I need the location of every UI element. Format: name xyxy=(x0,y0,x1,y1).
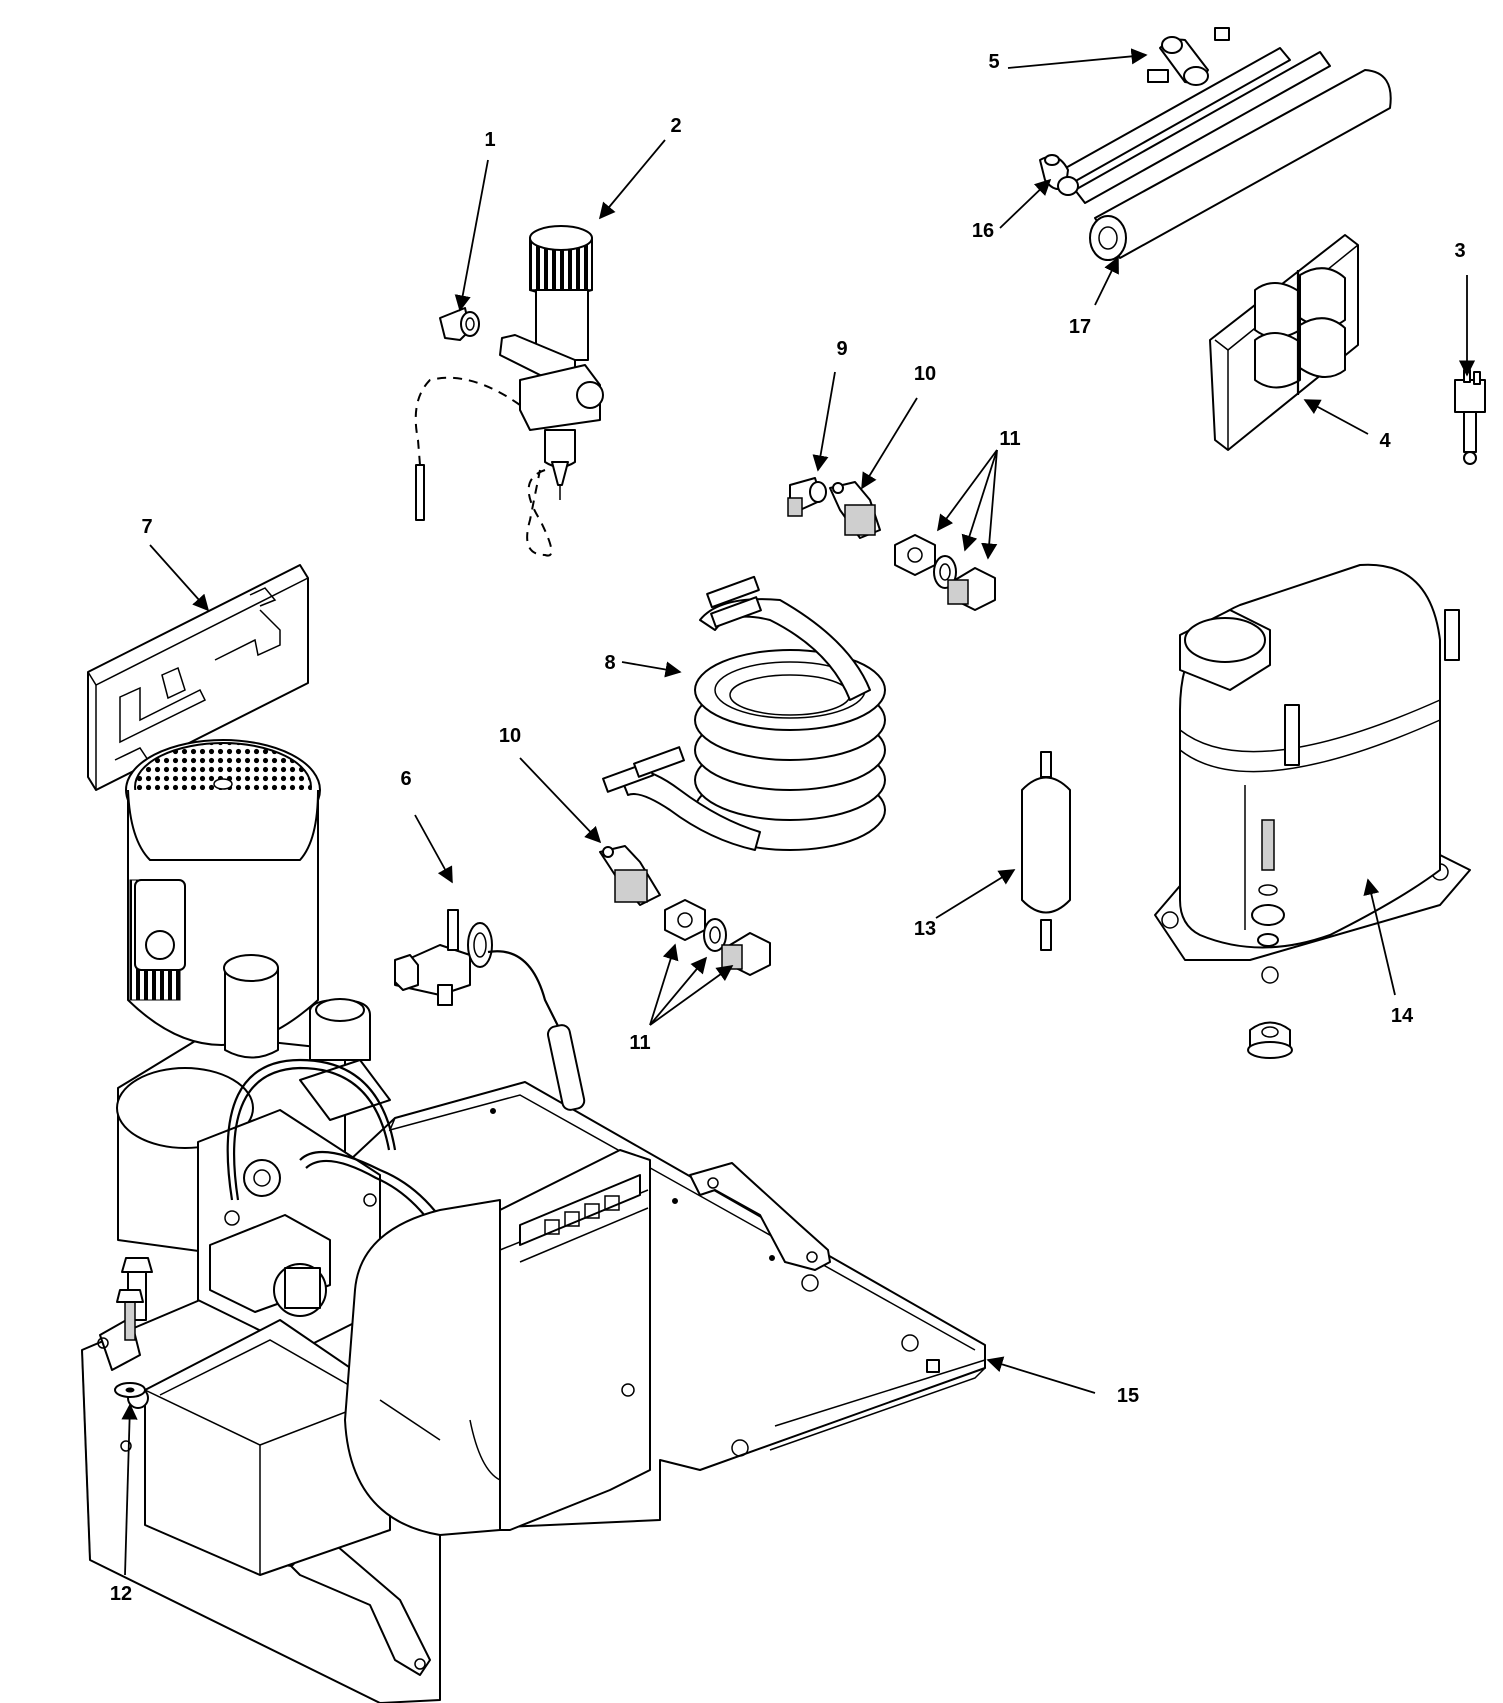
part-6-expansion-valve xyxy=(394,909,586,1111)
callout-5: 5 xyxy=(988,51,999,73)
part-10-lower-fitting xyxy=(599,845,661,906)
leader-11b-2 xyxy=(649,956,708,1026)
callout-1: 1 xyxy=(484,129,495,151)
callout-15: 15 xyxy=(1117,1385,1139,1407)
part-13-filter-drier xyxy=(1021,751,1071,951)
callout-10-lower: 10 xyxy=(499,725,521,747)
part-10-upper-fitting xyxy=(829,481,881,539)
leader-11a-1 xyxy=(937,449,998,532)
callout-13: 13 xyxy=(914,918,936,940)
leader-12 xyxy=(121,1403,138,1576)
part-9-elbow-fitting xyxy=(787,477,827,517)
leader-8 xyxy=(621,661,682,678)
leader-1 xyxy=(454,159,489,312)
leader-11b-3 xyxy=(649,965,734,1026)
leader-2 xyxy=(598,139,666,220)
part-14-compressor xyxy=(1154,563,1471,984)
part-1-elbow-fitting xyxy=(439,307,480,341)
part-11-upper-nut-washer-plug xyxy=(894,534,996,611)
part-5-dryer-fitting xyxy=(1147,27,1230,86)
leader-9 xyxy=(812,371,836,472)
callout-8: 8 xyxy=(604,652,615,674)
part-16-insulated-tube xyxy=(1039,47,1331,204)
leader-10a xyxy=(861,397,918,490)
mounting-bracket-right xyxy=(689,1162,831,1271)
callout-7: 7 xyxy=(141,516,152,538)
leader-10b xyxy=(519,757,602,844)
leader-7 xyxy=(149,544,210,612)
part-11-lower-nut-washer-plug xyxy=(664,899,771,976)
leader-4 xyxy=(1303,399,1369,435)
leader-11b-1 xyxy=(649,943,679,1026)
reservoir-tank xyxy=(121,1257,391,1576)
leader-15 xyxy=(986,1356,1096,1394)
callout-16: 16 xyxy=(972,220,994,242)
grommet xyxy=(1247,1021,1293,1059)
callout-4: 4 xyxy=(1379,430,1391,452)
leader-6 xyxy=(414,814,453,884)
part-4-insulation-halves xyxy=(1209,234,1359,451)
callout-12: 12 xyxy=(110,1583,132,1605)
callout-6: 6 xyxy=(400,768,411,790)
part-3-pressure-switch xyxy=(1454,369,1486,465)
leader-16 xyxy=(999,178,1052,229)
leader-14 xyxy=(1363,878,1396,996)
callout-11-upper: 11 xyxy=(999,428,1020,450)
leader-17 xyxy=(1094,256,1119,306)
part-7-insulation-block xyxy=(87,564,309,791)
callout-9: 9 xyxy=(836,338,847,360)
callout-2: 2 xyxy=(670,115,681,137)
leader-13 xyxy=(935,869,1016,919)
condenser-housing xyxy=(344,1149,651,1536)
callout-3: 3 xyxy=(1454,240,1465,262)
callout-14: 14 xyxy=(1391,1005,1414,1027)
callout-17: 17 xyxy=(1069,316,1091,338)
leader-11a-3 xyxy=(981,449,998,560)
leader-5 xyxy=(1007,48,1148,69)
leader-11a-2 xyxy=(961,449,998,552)
callout-labels: 1 2 3 4 5 6 7 8 9 10 10 11 11 12 13 14 1… xyxy=(110,51,1466,1605)
part-12-washer xyxy=(114,1289,146,1398)
callout-11-lower: 11 xyxy=(629,1032,650,1054)
part-17-insulation-sleeve xyxy=(1089,69,1392,261)
leader-lines xyxy=(121,48,1476,1576)
part-8-coaxial-coil xyxy=(602,575,886,851)
callout-10-upper: 10 xyxy=(914,363,936,385)
part-2-water-regulating-valve xyxy=(414,225,604,557)
